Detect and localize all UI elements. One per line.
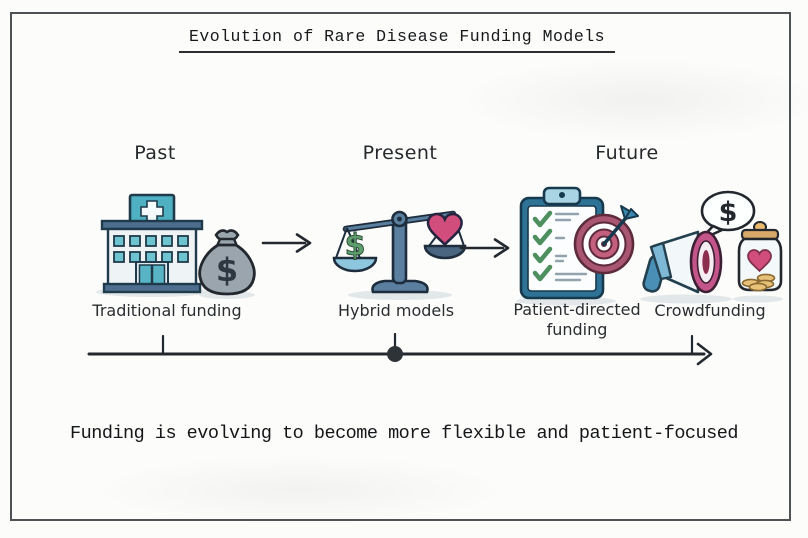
- timeline-dot: [387, 346, 403, 362]
- shadow: [640, 294, 732, 304]
- stage-label-past: Past: [134, 142, 176, 164]
- speech-bubble-dollar-icon: $: [698, 190, 756, 242]
- target-dart-icon: [573, 205, 639, 275]
- page-title-text: Evolution of Rare Disease Funding Models: [178, 27, 616, 53]
- megaphone-icon: [642, 230, 723, 294]
- caption-crowdfunding: Crowdfunding: [654, 301, 766, 320]
- dollar-sign: $: [345, 228, 366, 263]
- dollar-sign: $: [719, 197, 738, 228]
- money-bag-icon: $: [198, 229, 256, 299]
- page-title: Evolution of Rare Disease Funding Models: [0, 26, 794, 53]
- hospital-icon: [96, 193, 208, 297]
- arrow-right-icon: [261, 233, 312, 253]
- balance-scale-icon: $: [332, 210, 467, 300]
- caption-patient-directed-funding: Patient-directed funding: [513, 300, 641, 339]
- crowdfunding-icons: $: [640, 190, 783, 304]
- coins: [741, 273, 776, 292]
- timeline-arrowhead: [696, 342, 713, 366]
- checkmarks: [532, 210, 553, 282]
- heart-icon: [747, 249, 772, 273]
- hospital-windows: [113, 235, 189, 263]
- shadow: [733, 295, 783, 303]
- heart-icon: [426, 212, 463, 247]
- arrow-right-icon: [459, 238, 510, 258]
- footer-message: Funding is evolving to become more flexi…: [70, 423, 738, 444]
- stage-label-future: Future: [595, 142, 659, 164]
- caption-hybrid-models: Hybrid models: [337, 301, 455, 320]
- dart-shaft: [602, 217, 627, 246]
- border-frame: [10, 12, 791, 521]
- stage-label-present: Present: [362, 142, 438, 164]
- patient-directed-icons: [516, 186, 639, 306]
- dollar-pan-icon: $: [332, 228, 378, 273]
- dollar-sign: $: [216, 251, 238, 289]
- caption-traditional-funding: Traditional funding: [92, 301, 242, 320]
- checklist-lines: [554, 212, 588, 282]
- timeline-arrow: [87, 332, 713, 366]
- donation-jar-icon: [737, 221, 783, 292]
